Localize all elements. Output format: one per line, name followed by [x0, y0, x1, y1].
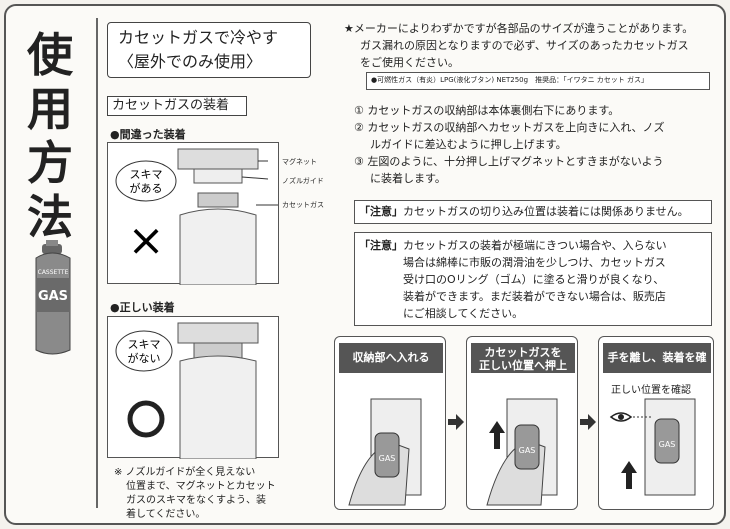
callout-magnet: マグネット [282, 158, 317, 166]
maker-note-line: ★メーカーによりわずかですが各部品のサイズが違うことがあります。 [344, 22, 694, 35]
right-install-panel: スキマ がない ○ [107, 316, 279, 459]
steps-text: ① カセットガスの収納部は本体裏側右下にあります。 ② カセットガスの収納部へカ… [354, 102, 714, 187]
steps-line: ③ 左図のように、十分押し上げマグネットとすきまがないよう [354, 155, 664, 168]
caution2-line: カセットガスの装着が極端にきつい場合や、入らない [403, 239, 667, 252]
step-1-title: 収納部へ入れる [339, 343, 443, 373]
right-bubble-line1: スキマ [128, 338, 161, 351]
title-line-2: 〈屋外でのみ使用〉 [118, 52, 263, 71]
step-2-title-line1: カセットガスを [484, 346, 562, 359]
caution-text-1: カセットガスの切り込み位置は装着には関係ありません。 [403, 205, 689, 218]
right-bubble-line2: がない [128, 351, 161, 365]
title-line-1: カセットガスで冷やす [118, 28, 279, 47]
bottom-note-line: 位置まで、マグネットとカセット [126, 481, 276, 492]
main-title: 使用方法 [27, 28, 73, 244]
wrong-install-panel: スキマ がある × [107, 142, 279, 285]
title-box: カセットガスで冷やす 〈屋外でのみ使用〉 [107, 22, 311, 78]
arrow-right-icon [580, 414, 596, 430]
eye-icon [609, 412, 633, 422]
arrow-up-icon [621, 461, 637, 489]
step-2-title-line2: 正しい位置へ押上 [479, 359, 567, 372]
caution2-line: 装着ができます。まだ装着ができない場合は、販売店 [403, 290, 666, 303]
wrong-bubble-line1: スキマ [130, 168, 163, 181]
caution-text-2: カセットガスの装着が極端にきつい場合や、入らない 場合は綿棒に市販の潤滑油を少し… [403, 237, 709, 322]
section-heading: カセットガスの装着 [107, 96, 247, 116]
maker-note-line: ガス漏れの原因となりますので必ず、サイズのあったカセットガス [360, 39, 689, 52]
right-mark-circle [127, 400, 165, 438]
caution2-line: 受け口のOリング（ゴム）に塗ると滑りが良くなり、 [403, 273, 665, 286]
steps-line: ルガイドに差込むように押し上げます。 [370, 138, 567, 151]
arrow-right-icon [448, 414, 464, 430]
caution-box-1: 「注意」カセットガスの切り込み位置は装着には関係ありません。 [354, 200, 712, 224]
spec-box: ●可燃性ガス（有炎）LPG(液化ブタン) NET250g 推奨品：「イワタニ カ… [366, 72, 710, 90]
caution-tag-2: 「注意」 [359, 239, 403, 252]
right-install-label: ●正しい装着 [110, 301, 175, 314]
step3-gas-label: GAS [659, 440, 676, 449]
gas-can-illustration: CASSETTE GAS [35, 240, 71, 355]
steps-line: ② カセットガスの収納部へカセットガスを上向きに入れ、ノズ [354, 121, 665, 134]
step2-gas-label: GAS [519, 446, 536, 455]
caution2-line: 場合は綿棒に市販の潤滑油を少しつけ、カセットガス [403, 256, 666, 269]
step-panel-1: 収納部へ入れる GAS [334, 336, 446, 510]
step-panel-2: カセットガスを 正しい位置へ押上 GAS [466, 336, 578, 510]
vertical-divider [96, 18, 98, 508]
step-3-title: 手を離し、装着を確認 [603, 343, 711, 394]
bottom-note: ※ ノズルガイドが全く見えない 位置まで、マグネットとカセット ガスのスキマをな… [114, 466, 284, 522]
step-panel-3: 手を離し、装着を確認 正しい位置を確認 GAS [598, 336, 714, 510]
can-gas-text: GAS [38, 289, 68, 304]
bottom-note-line: 着してください。 [126, 509, 206, 520]
wrong-mark: × [128, 215, 165, 266]
callout-cassette-gas: カセットガス [282, 201, 324, 209]
steps-line: ① カセットガスの収納部は本体裏側右下にあります。 [354, 104, 620, 117]
caution-tag-1: 「注意」 [359, 205, 403, 218]
callout-nozzle-guide: ノズルガイド [282, 177, 324, 185]
steps-line: に装着します。 [370, 172, 446, 185]
wrong-install-label: ●間違った装着 [110, 128, 186, 141]
caution-box-2: 「注意」 カセットガスの装着が極端にきつい場合や、入らない 場合は綿棒に市販の潤… [354, 232, 712, 326]
step-2-title: カセットガスを 正しい位置へ押上 [471, 343, 575, 373]
confirm-label: 正しい位置を確認 [611, 385, 691, 396]
step1-gas-label: GAS [379, 454, 396, 463]
caution2-line: にご相談してください。 [403, 307, 524, 320]
bottom-note-line: ガスのスキマをなくすよう、装 [126, 495, 266, 506]
maker-note: ★メーカーによりわずかですが各部品のサイズが違うことがあります。 ガス漏れの原因… [344, 20, 720, 71]
maker-note-line: をご使用ください。 [360, 56, 459, 69]
arrow-up-icon [489, 421, 505, 449]
can-brand-text: CASSETTE [38, 269, 69, 276]
bottom-note-line: ※ ノズルガイドが全く見えない [114, 467, 256, 478]
wrong-bubble-line2: がある [130, 181, 163, 195]
